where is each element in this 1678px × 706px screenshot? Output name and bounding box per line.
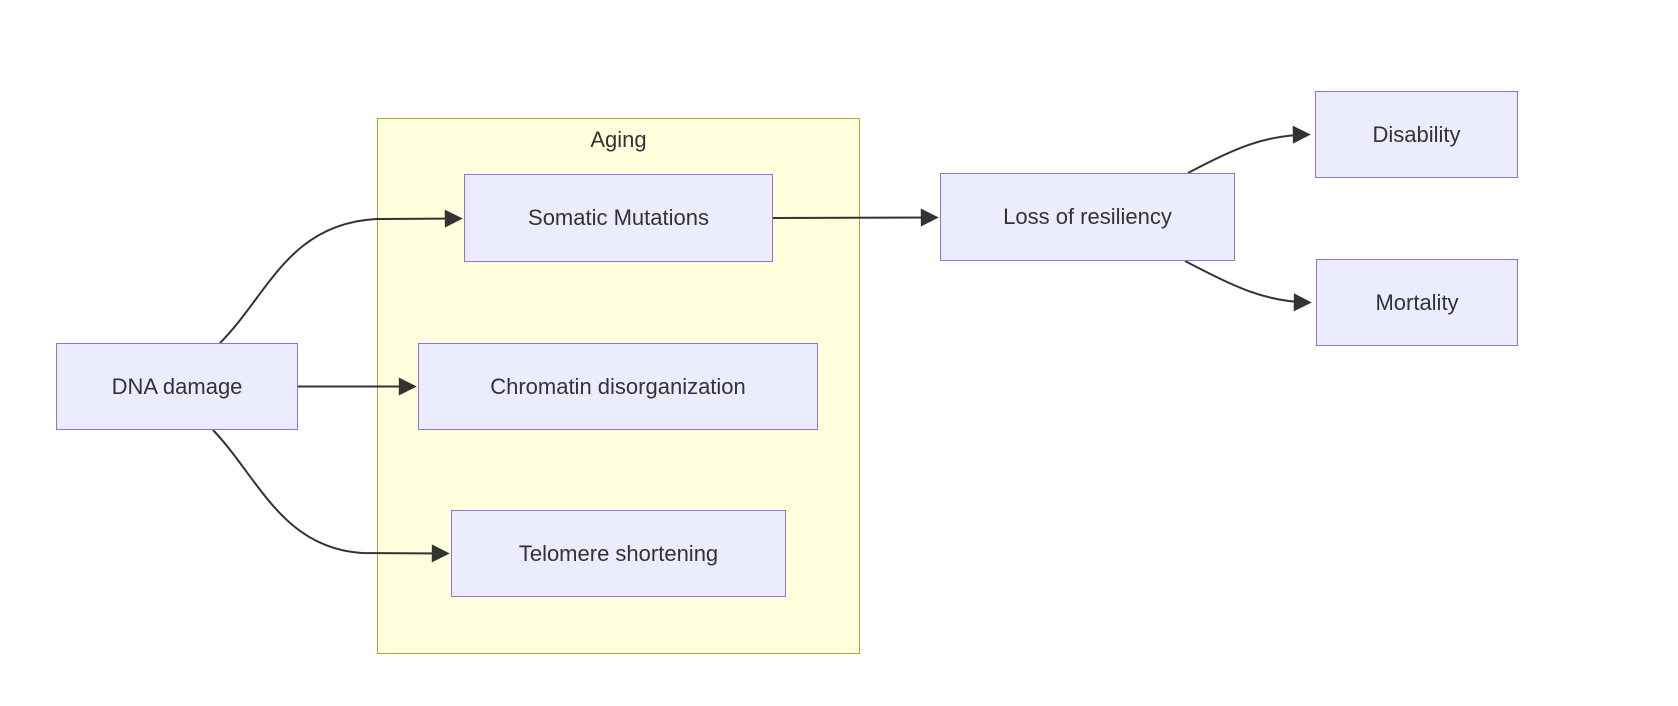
node-telomere-shortening: Telomere shortening xyxy=(451,510,786,597)
cluster-aging-label: Aging xyxy=(590,127,647,152)
node-loss-of-resiliency-label: Loss of resiliency xyxy=(1003,204,1172,229)
node-dna-damage-label: DNA damage xyxy=(111,373,243,399)
node-chromatin-disorganization: Chromatin disorganization xyxy=(418,343,818,430)
node-mortality-label: Mortality xyxy=(1375,289,1459,315)
node-disability: Disability xyxy=(1315,91,1518,178)
node-disability-label: Disability xyxy=(1372,121,1461,147)
node-chromatin-disorganization-label: Chromatin disorganization xyxy=(490,373,746,399)
node-dna-damage: DNA damage xyxy=(56,343,298,430)
edge-loss-of-resiliency-to-mortality xyxy=(1184,260,1312,312)
edge-loss-of-resiliency-to-disability xyxy=(1187,125,1311,174)
node-somatic-mutations-label: Somatic Mutations xyxy=(528,205,709,230)
node-somatic-mutations: Somatic Mutations xyxy=(464,174,773,262)
node-telomere-shortening-label: Telomere shortening xyxy=(518,540,719,566)
node-loss-of-resiliency: Loss of resiliency xyxy=(940,173,1235,261)
node-mortality: Mortality xyxy=(1316,259,1518,346)
